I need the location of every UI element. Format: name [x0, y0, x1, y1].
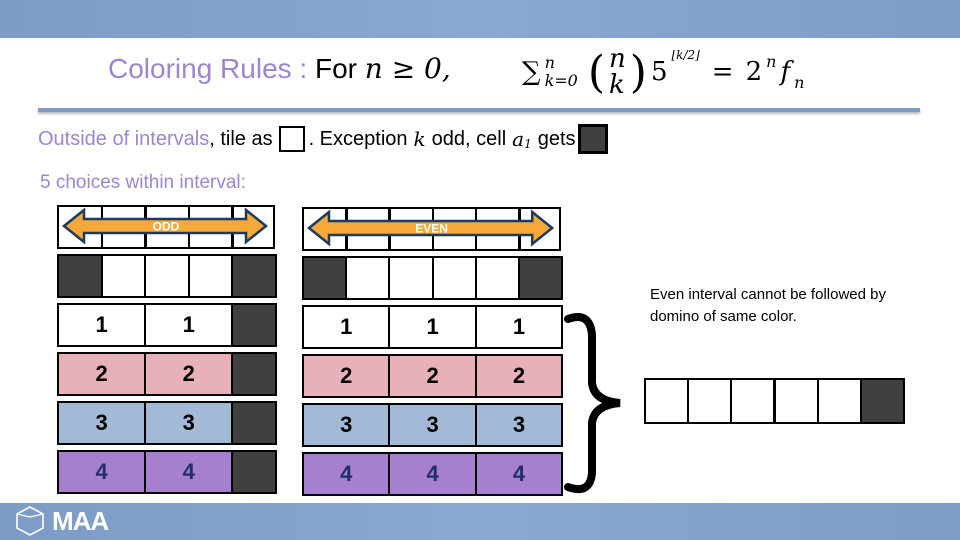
binom-top: n	[609, 44, 626, 74]
odd-domino: 3	[57, 401, 147, 445]
double-arrow-icon	[62, 207, 269, 245]
even-domino: 3	[388, 403, 477, 447]
even-domino: 2	[388, 354, 477, 398]
rule-text2: . Exception	[308, 127, 408, 150]
odd-end-cell	[231, 303, 277, 347]
divider	[38, 108, 920, 112]
interval-label: ODD	[152, 219, 180, 234]
title-text: Coloring Rules	[108, 53, 292, 84]
icosahedron-icon	[16, 506, 44, 536]
interval-label: EVEN	[415, 221, 448, 236]
slide-title: Coloring Rules : For n ≥ 0,	[108, 52, 451, 85]
even-domino: 1	[388, 305, 477, 349]
exponent: ⌊k/2⌋	[671, 48, 700, 62]
rhs-f: f	[780, 57, 791, 87]
sum-symbol: ∑	[522, 57, 541, 87]
even-cell	[345, 256, 391, 300]
even-cell	[518, 256, 564, 300]
odd-arrow-row: ODD	[57, 205, 275, 249]
white-tile-icon	[278, 126, 305, 152]
footer-band	[0, 503, 960, 540]
var-a: a	[512, 127, 525, 151]
equals: =	[711, 57, 734, 87]
dark-tile-icon	[577, 124, 608, 154]
double-arrow-icon	[307, 209, 555, 247]
sum-upper: n	[544, 53, 555, 72]
brace-icon	[564, 313, 621, 494]
even-domino: 2	[474, 354, 564, 398]
binom-bottom: k	[609, 70, 625, 100]
rule-text4: gets	[537, 127, 576, 150]
condition: n ≥ 0,	[364, 52, 451, 85]
even-arrow-row: EVEN	[302, 207, 562, 251]
subheading: 5 choices within interval:	[40, 172, 246, 193]
rhs-exp: n	[766, 52, 777, 71]
even-domino: 4	[388, 452, 477, 496]
rhs-sub: n	[794, 73, 805, 92]
even-domino: 3	[474, 403, 564, 447]
rule-text1: , tile as	[209, 127, 273, 150]
rule-highlight: Outside of intervals	[38, 127, 210, 150]
even-domino: 3	[302, 403, 391, 447]
even-domino: 4	[474, 452, 564, 496]
odd-cell	[100, 254, 147, 298]
var-k: k	[413, 127, 426, 151]
odd-cell	[187, 254, 234, 298]
rhs-base: 2	[745, 57, 763, 87]
even-domino: 2	[302, 354, 391, 398]
odd-domino: 4	[57, 450, 147, 494]
example-cell	[773, 378, 819, 424]
odd-cell	[144, 254, 190, 298]
odd-cell	[231, 254, 277, 298]
header-band	[0, 0, 960, 38]
odd-cell	[57, 254, 103, 298]
odd-end-cell	[231, 450, 277, 494]
maa-logo: MAA	[14, 505, 109, 537]
odd-end-cell	[231, 352, 277, 396]
title-separator: :	[299, 53, 308, 84]
example-cell	[644, 378, 689, 424]
for-text: For	[314, 53, 357, 84]
odd-domino: 2	[144, 352, 234, 396]
even-cell	[431, 256, 477, 300]
logo-text: MAA	[52, 505, 109, 536]
even-domino: 1	[474, 305, 564, 349]
even-cell	[302, 256, 348, 300]
odd-domino: 1	[57, 303, 147, 347]
even-cell	[388, 256, 434, 300]
equation: ∑ n k=0 ( n k ) 5 ⌊k/2⌋ = 2 n f n	[522, 44, 805, 100]
example-cell	[730, 378, 776, 424]
even-domino: 4	[302, 452, 391, 496]
note-text: Even interval cannot be followed by domi…	[650, 286, 886, 325]
base: 5	[650, 57, 668, 87]
odd-domino: 2	[57, 352, 147, 396]
rule-text3: odd, cell	[431, 127, 507, 150]
sum-lower: k=0	[544, 71, 578, 90]
var-a-sub: 1	[524, 137, 532, 151]
even-cell	[474, 256, 520, 300]
example-cell	[687, 378, 733, 424]
example-cell	[860, 378, 905, 424]
odd-end-cell	[231, 401, 277, 445]
example-cell	[816, 378, 862, 424]
odd-domino: 1	[144, 303, 234, 347]
odd-domino: 4	[144, 450, 234, 494]
odd-domino: 3	[144, 401, 234, 445]
rule-line: Outside of intervals , tile as . Excepti…	[38, 124, 608, 154]
even-domino: 1	[302, 305, 391, 349]
